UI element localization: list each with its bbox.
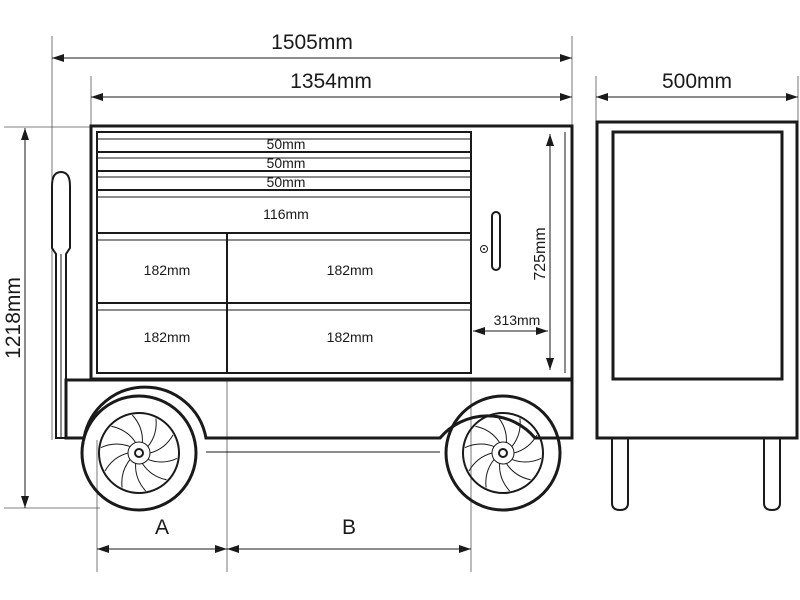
drawer-50mm-1[interactable]: 50mm <box>97 136 471 153</box>
a-label: A <box>155 516 169 539</box>
dimension-door-width: 313mm <box>473 312 548 335</box>
dimension-b: B <box>227 516 471 553</box>
chassis <box>64 378 574 453</box>
b-label: B <box>342 516 356 539</box>
door-height-label: 725mm <box>532 227 549 280</box>
drawer-116mm[interactable]: 116mm <box>97 196 471 234</box>
overall-width-label: 1505mm <box>271 31 353 54</box>
drawer-50mm-3[interactable]: 50mm <box>97 174 471 191</box>
drawer-label: 116mm <box>263 206 309 222</box>
side-view <box>595 120 799 512</box>
drawer-label: 182mm <box>144 262 191 278</box>
overall-height-label: 1218mm <box>2 277 25 359</box>
depth-label: 500mm <box>662 70 732 93</box>
dimension-door-height: 725mm <box>532 134 554 370</box>
body-width-label: 1354mm <box>290 70 372 93</box>
dimension-overall-width: 1505mm <box>52 31 572 62</box>
drawer-label: 50mm <box>267 174 306 190</box>
drawer-label: 182mm <box>327 262 374 278</box>
drawer-label: 50mm <box>267 136 306 152</box>
right-wheel <box>444 394 562 512</box>
drawer-stack: 50mm 50mm 50mm 116mm 182mm 182mm <box>97 136 471 373</box>
dimension-depth: 500mm <box>596 70 798 101</box>
drawer-50mm-2[interactable]: 50mm <box>97 155 471 172</box>
lock-icon <box>480 245 488 253</box>
dimension-a: A <box>97 516 227 553</box>
right-wheel-spokes <box>464 414 542 492</box>
drawer-182mm-top-right[interactable]: 182mm <box>327 262 374 278</box>
door-width-label: 313mm <box>494 312 541 328</box>
drawer-182mm-bottom-right[interactable]: 182mm <box>327 329 374 345</box>
push-handle <box>51 170 71 439</box>
side-leg-right <box>763 438 781 512</box>
drawer-182mm-top-left[interactable]: 182mm <box>144 262 191 278</box>
left-wheel-spokes <box>100 414 178 492</box>
drawer-label: 182mm <box>144 329 191 345</box>
door-handle[interactable] <box>491 211 501 271</box>
drawer-label: 182mm <box>327 329 374 345</box>
left-wheel <box>80 394 198 512</box>
drawer-label: 50mm <box>267 155 306 171</box>
side-leg-left <box>611 438 629 512</box>
side-door[interactable]: 725mm 313mm <box>470 132 566 373</box>
drawer-182mm-bottom-left[interactable]: 182mm <box>144 329 191 345</box>
dimension-body-width: 1354mm <box>91 70 572 101</box>
dimension-overall-height: 1218mm <box>2 128 30 508</box>
